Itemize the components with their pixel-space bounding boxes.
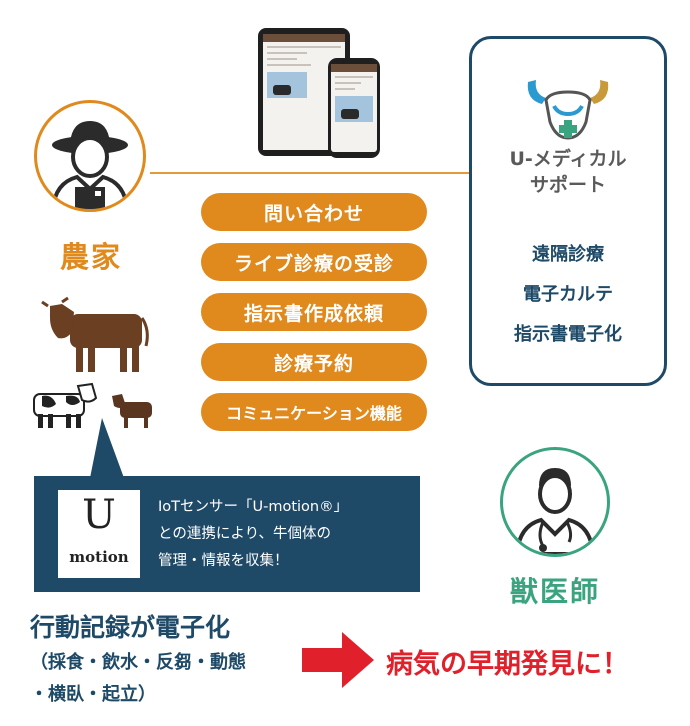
holstein-cow-icon [33, 382, 98, 428]
screen-header [263, 34, 345, 42]
screen-header [331, 64, 377, 72]
farmer-label: 農家 [59, 240, 122, 274]
screen-cow-photo [267, 72, 307, 98]
umotion-logo-word: motion [69, 548, 129, 566]
service-name: U-メディカル サポート [469, 146, 667, 198]
veterinarian-icon [514, 468, 596, 554]
service-logo-icon [527, 80, 609, 140]
action-pill-communication: コミュニケーション機能 [201, 393, 427, 431]
screen-line [335, 82, 361, 84]
behavior-details-line2: ・横臥・起立） [30, 684, 156, 705]
screen-cow-photo [335, 96, 373, 122]
phone-device [328, 58, 380, 158]
farmer-avatar [34, 100, 146, 212]
phone-screen [331, 64, 377, 152]
umotion-description-line: 管理・情報を収集！ [158, 553, 289, 569]
behavior-details-line1: （採食・飲水・反芻・動態 [30, 652, 246, 673]
screen-line [335, 88, 355, 90]
service-feature-remote: 遠隔診療 [532, 244, 604, 265]
action-pill-instruction-request: 指示書作成依頼 [201, 293, 427, 331]
umotion-logo-letter: U [82, 492, 116, 538]
umotion-description-line: との連携により、牛個体の [158, 526, 331, 542]
cows-illustration [33, 296, 152, 428]
service-name-line1: U-メディカル [509, 148, 627, 170]
connector-line [150, 172, 470, 174]
screen-line [267, 52, 307, 54]
service-name-line2: サポート [529, 174, 606, 196]
umotion-logo [58, 490, 140, 578]
brown-cow-icon [41, 296, 149, 372]
service-feature-emr: 電子カルテ [523, 284, 613, 305]
action-pill-appointment: 診療予約 [201, 343, 427, 381]
service-feature-instructions: 指示書電子化 [514, 324, 622, 345]
screen-line [267, 46, 341, 48]
action-pill-inquiry: 問い合わせ [201, 193, 427, 231]
arrow-right-icon [302, 632, 374, 688]
vet-avatar [500, 447, 610, 557]
behavior-title: 行動記録が電子化 [30, 613, 231, 642]
result-text: 病気の早期発見に！ [386, 649, 629, 680]
screen-line [267, 58, 297, 60]
action-pill-live-consultation: ライブ診療の受診 [201, 243, 427, 281]
callout-tail [90, 418, 124, 478]
calf-icon [112, 394, 152, 428]
screen-line [267, 64, 311, 66]
vet-label: 獣医師 [509, 575, 600, 608]
umotion-description-line: IoTセンサー「U-motion®」 [158, 499, 349, 515]
screen-line [335, 76, 373, 78]
farmer-icon [50, 121, 130, 209]
umotion-description: IoTセンサー「U-motion®」 との連携により、牛個体の 管理・情報を収集… [158, 494, 413, 575]
